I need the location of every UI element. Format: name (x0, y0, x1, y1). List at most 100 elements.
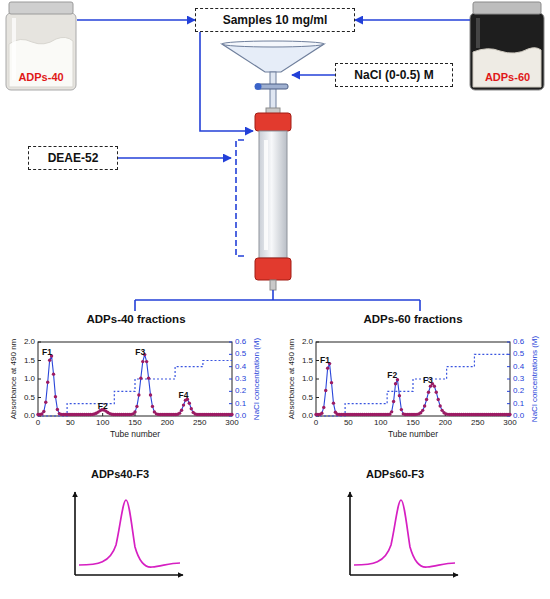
data-point (433, 384, 436, 387)
axis-tick-label: 0 (36, 419, 40, 427)
axis-tick-label: 100 (374, 419, 387, 427)
funnel-cone (222, 44, 324, 72)
column-outlet (270, 280, 276, 290)
axis-title: Absorbance at 490 nm (10, 339, 18, 420)
data-point (320, 412, 323, 415)
peak-label: F2 (387, 371, 397, 380)
peak-curve (354, 500, 455, 567)
sample-jar: ADPs-60 (470, 3, 545, 90)
data-point (44, 400, 47, 403)
column-glint (264, 140, 268, 250)
chart-layer (36, 342, 511, 416)
data-point (425, 398, 428, 401)
axis-tick-label: 0.2 (513, 387, 524, 395)
axis-tick (229, 379, 232, 380)
node-text: ADPs40-F3 (91, 468, 149, 480)
axis-line (75, 574, 183, 576)
axis-tick-label: 0.4 (513, 363, 524, 371)
data-point (421, 409, 424, 412)
data-point (398, 394, 401, 397)
data-point (394, 382, 397, 385)
axis-tick-label: 0.3 (235, 375, 246, 383)
axis-tick (229, 391, 232, 392)
jar-glint (12, 18, 16, 80)
plot-frame (316, 342, 510, 416)
plot-frame (38, 342, 232, 416)
data-point (178, 411, 181, 414)
axis-tick-label: 0.1 (513, 400, 524, 408)
axis-tick (507, 379, 510, 380)
axis-title: NaCl concentrations (M) (531, 336, 539, 422)
axis-tick (102, 413, 103, 416)
data-point (330, 381, 333, 384)
axis-tick-label: 1.5 (302, 357, 313, 365)
column-tube (259, 131, 287, 258)
chart-plot (314, 342, 511, 416)
jar-cap (9, 2, 73, 14)
column-bracket (236, 140, 244, 256)
funnel-rim (222, 41, 324, 47)
axis-tick-label: 150 (406, 419, 419, 427)
funnel-stopcock (258, 84, 288, 89)
peak-label: F3 (423, 375, 433, 384)
absorbance-curve (38, 355, 232, 415)
axis-line (74, 492, 76, 575)
data-point (52, 372, 55, 375)
column-illustration (255, 108, 291, 290)
data-point (435, 391, 438, 394)
stopcock-knob (255, 83, 262, 90)
data-point (190, 407, 193, 410)
axis-tick-label: 2.0 (24, 338, 35, 346)
data-point (508, 413, 511, 416)
axis-tick-label: 0.1 (235, 400, 246, 408)
data-point (392, 400, 395, 403)
peak-chart: ADPs60-F3 (330, 462, 460, 584)
axis-tick-label: 100 (96, 419, 109, 427)
dashed-box: DEAE-52 (28, 146, 118, 170)
dashed-box: Samples 10 mg/ml (195, 8, 355, 32)
flow-line (200, 32, 253, 131)
peak-label: F1 (42, 348, 52, 357)
data-point (180, 408, 183, 411)
node-text: ADPs-40 fractions (86, 313, 185, 325)
funnel-stem (270, 72, 276, 110)
axis-tick (38, 342, 41, 343)
axis-title: Absorbance at 490 nm (288, 339, 296, 420)
axis-tick-label: 50 (66, 419, 75, 427)
data-point (54, 395, 57, 398)
axis-tick-label: 0 (314, 419, 318, 427)
node-text: ADPs-60 fractions (363, 313, 462, 325)
data-point (46, 380, 49, 383)
data-point (332, 401, 335, 404)
axis-tick (507, 366, 510, 367)
axis-tick-label: 150 (128, 419, 141, 427)
axis-tick-label: 0.5 (24, 394, 35, 402)
jar-illustration (470, 2, 544, 90)
jar-glint (476, 18, 480, 48)
axis-tick-label: 2.0 (302, 338, 313, 346)
node-text: NaCl (0-0.5) M (354, 68, 433, 82)
arrow-connector (77, 19, 195, 21)
axis-tick-label: 0.3 (513, 375, 524, 383)
axis-tick (229, 354, 232, 355)
data-point (437, 398, 440, 401)
axis-tick (229, 366, 232, 367)
data-point (427, 391, 430, 394)
data-point (145, 360, 148, 363)
jar-powder (473, 48, 541, 87)
axis-tick (229, 342, 232, 343)
axis-tick-label: 300 (225, 419, 238, 427)
axis-tick-label: 300 (503, 419, 516, 427)
chromatogram-chart: ADPs-60 fractions (276, 313, 550, 449)
data-point (149, 393, 152, 396)
data-point (42, 410, 45, 413)
axis-title: Tube number (110, 430, 160, 439)
axis-tick-label: 0.6 (235, 338, 246, 346)
split-line (135, 290, 420, 311)
peak-label: F3 (135, 348, 145, 357)
data-point (188, 402, 191, 405)
peak-label: F2 (98, 402, 108, 411)
data-point (322, 406, 325, 409)
